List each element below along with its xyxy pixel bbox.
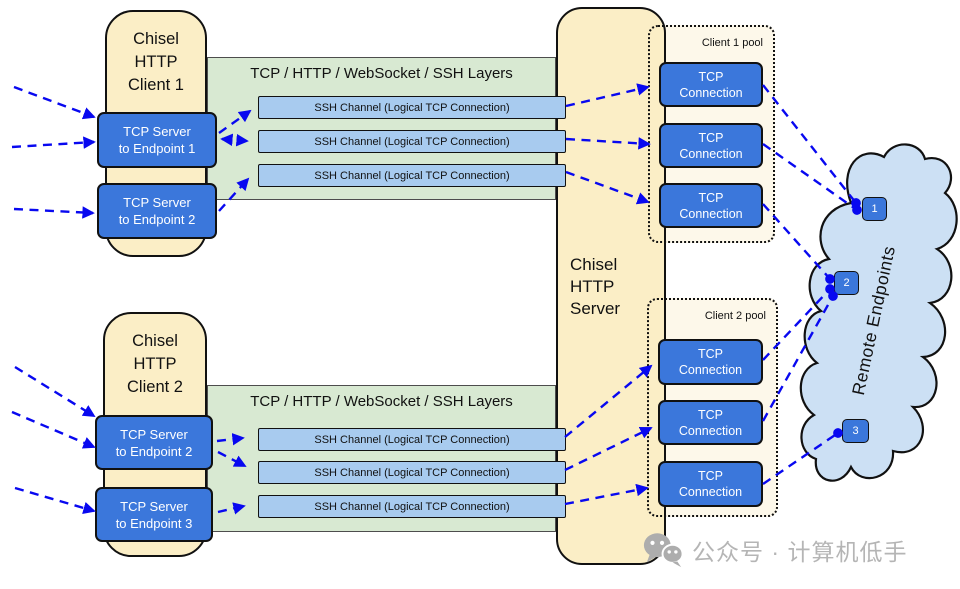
ssh-channel-bar: SSH Channel (Logical TCP Connection) xyxy=(258,130,566,153)
ssh-channel-label: SSH Channel (Logical TCP Connection) xyxy=(314,101,510,114)
ssh-channel-bar: SSH Channel (Logical TCP Connection) xyxy=(258,164,566,187)
ssh-channel-bar: SSH Channel (Logical TCP Connection) xyxy=(258,96,566,119)
ssh-channel-bar: SSH Channel (Logical TCP Connection) xyxy=(258,461,566,484)
layers-band-title: TCP / HTTP / WebSocket / SSH Layers xyxy=(250,65,513,82)
ssh-channel-bar: SSH Channel (Logical TCP Connection) xyxy=(258,495,566,518)
pool2-tcp-connection: TCP Connection xyxy=(658,339,763,385)
pool2-tcp-connection: TCP Connection xyxy=(658,461,763,507)
client2-pool-label: Client 2 pool xyxy=(704,310,766,322)
layers-band-title: TCP / HTTP / WebSocket / SSH Layers xyxy=(250,393,513,410)
pool1-tcp-connection: TCP Connection xyxy=(659,62,763,107)
remote-endpoint-2: 2 xyxy=(834,271,859,295)
ssh-channel-bar: SSH Channel (Logical TCP Connection) xyxy=(258,428,566,451)
client1-tcp-server-endpoint1: TCP Server to Endpoint 1 xyxy=(97,112,217,168)
wechat-icon xyxy=(643,533,684,568)
remote-endpoint-1: 1 xyxy=(862,197,887,221)
client2-tcp-server-endpoint3: TCP Server to Endpoint 3 xyxy=(95,487,213,542)
pool2-tcp-connection: TCP Connection xyxy=(658,400,763,445)
client1-title: Chisel HTTP Client 1 xyxy=(128,30,184,94)
watermark: 公众号 · 计算机低手 xyxy=(642,531,907,569)
ssh-channel-label: SSH Channel (Logical TCP Connection) xyxy=(314,169,510,182)
watermark-text: 公众号 · 计算机低手 xyxy=(692,539,908,565)
ssh-channel-label: SSH Channel (Logical TCP Connection) xyxy=(314,135,510,148)
ssh-channel-label: SSH Channel (Logical TCP Connection) xyxy=(314,466,510,479)
client1-tcp-server-endpoint2: TCP Server to Endpoint 2 xyxy=(97,183,217,239)
cloud-label: Remote Endpoints xyxy=(847,243,900,397)
ssh-channel-label: SSH Channel (Logical TCP Connection) xyxy=(314,500,510,513)
pool1-tcp-connection: TCP Connection xyxy=(659,183,763,228)
server-title: Chisel HTTP Server xyxy=(570,255,621,318)
ssh-channel-label: SSH Channel (Logical TCP Connection) xyxy=(314,433,510,446)
client1-pool-label: Client 1 pool xyxy=(701,37,763,49)
client2-title: Chisel HTTP Client 2 xyxy=(127,332,183,396)
pool1-tcp-connection: TCP Connection xyxy=(659,123,763,168)
client2-tcp-server-endpoint2: TCP Server to Endpoint 2 xyxy=(95,415,213,470)
